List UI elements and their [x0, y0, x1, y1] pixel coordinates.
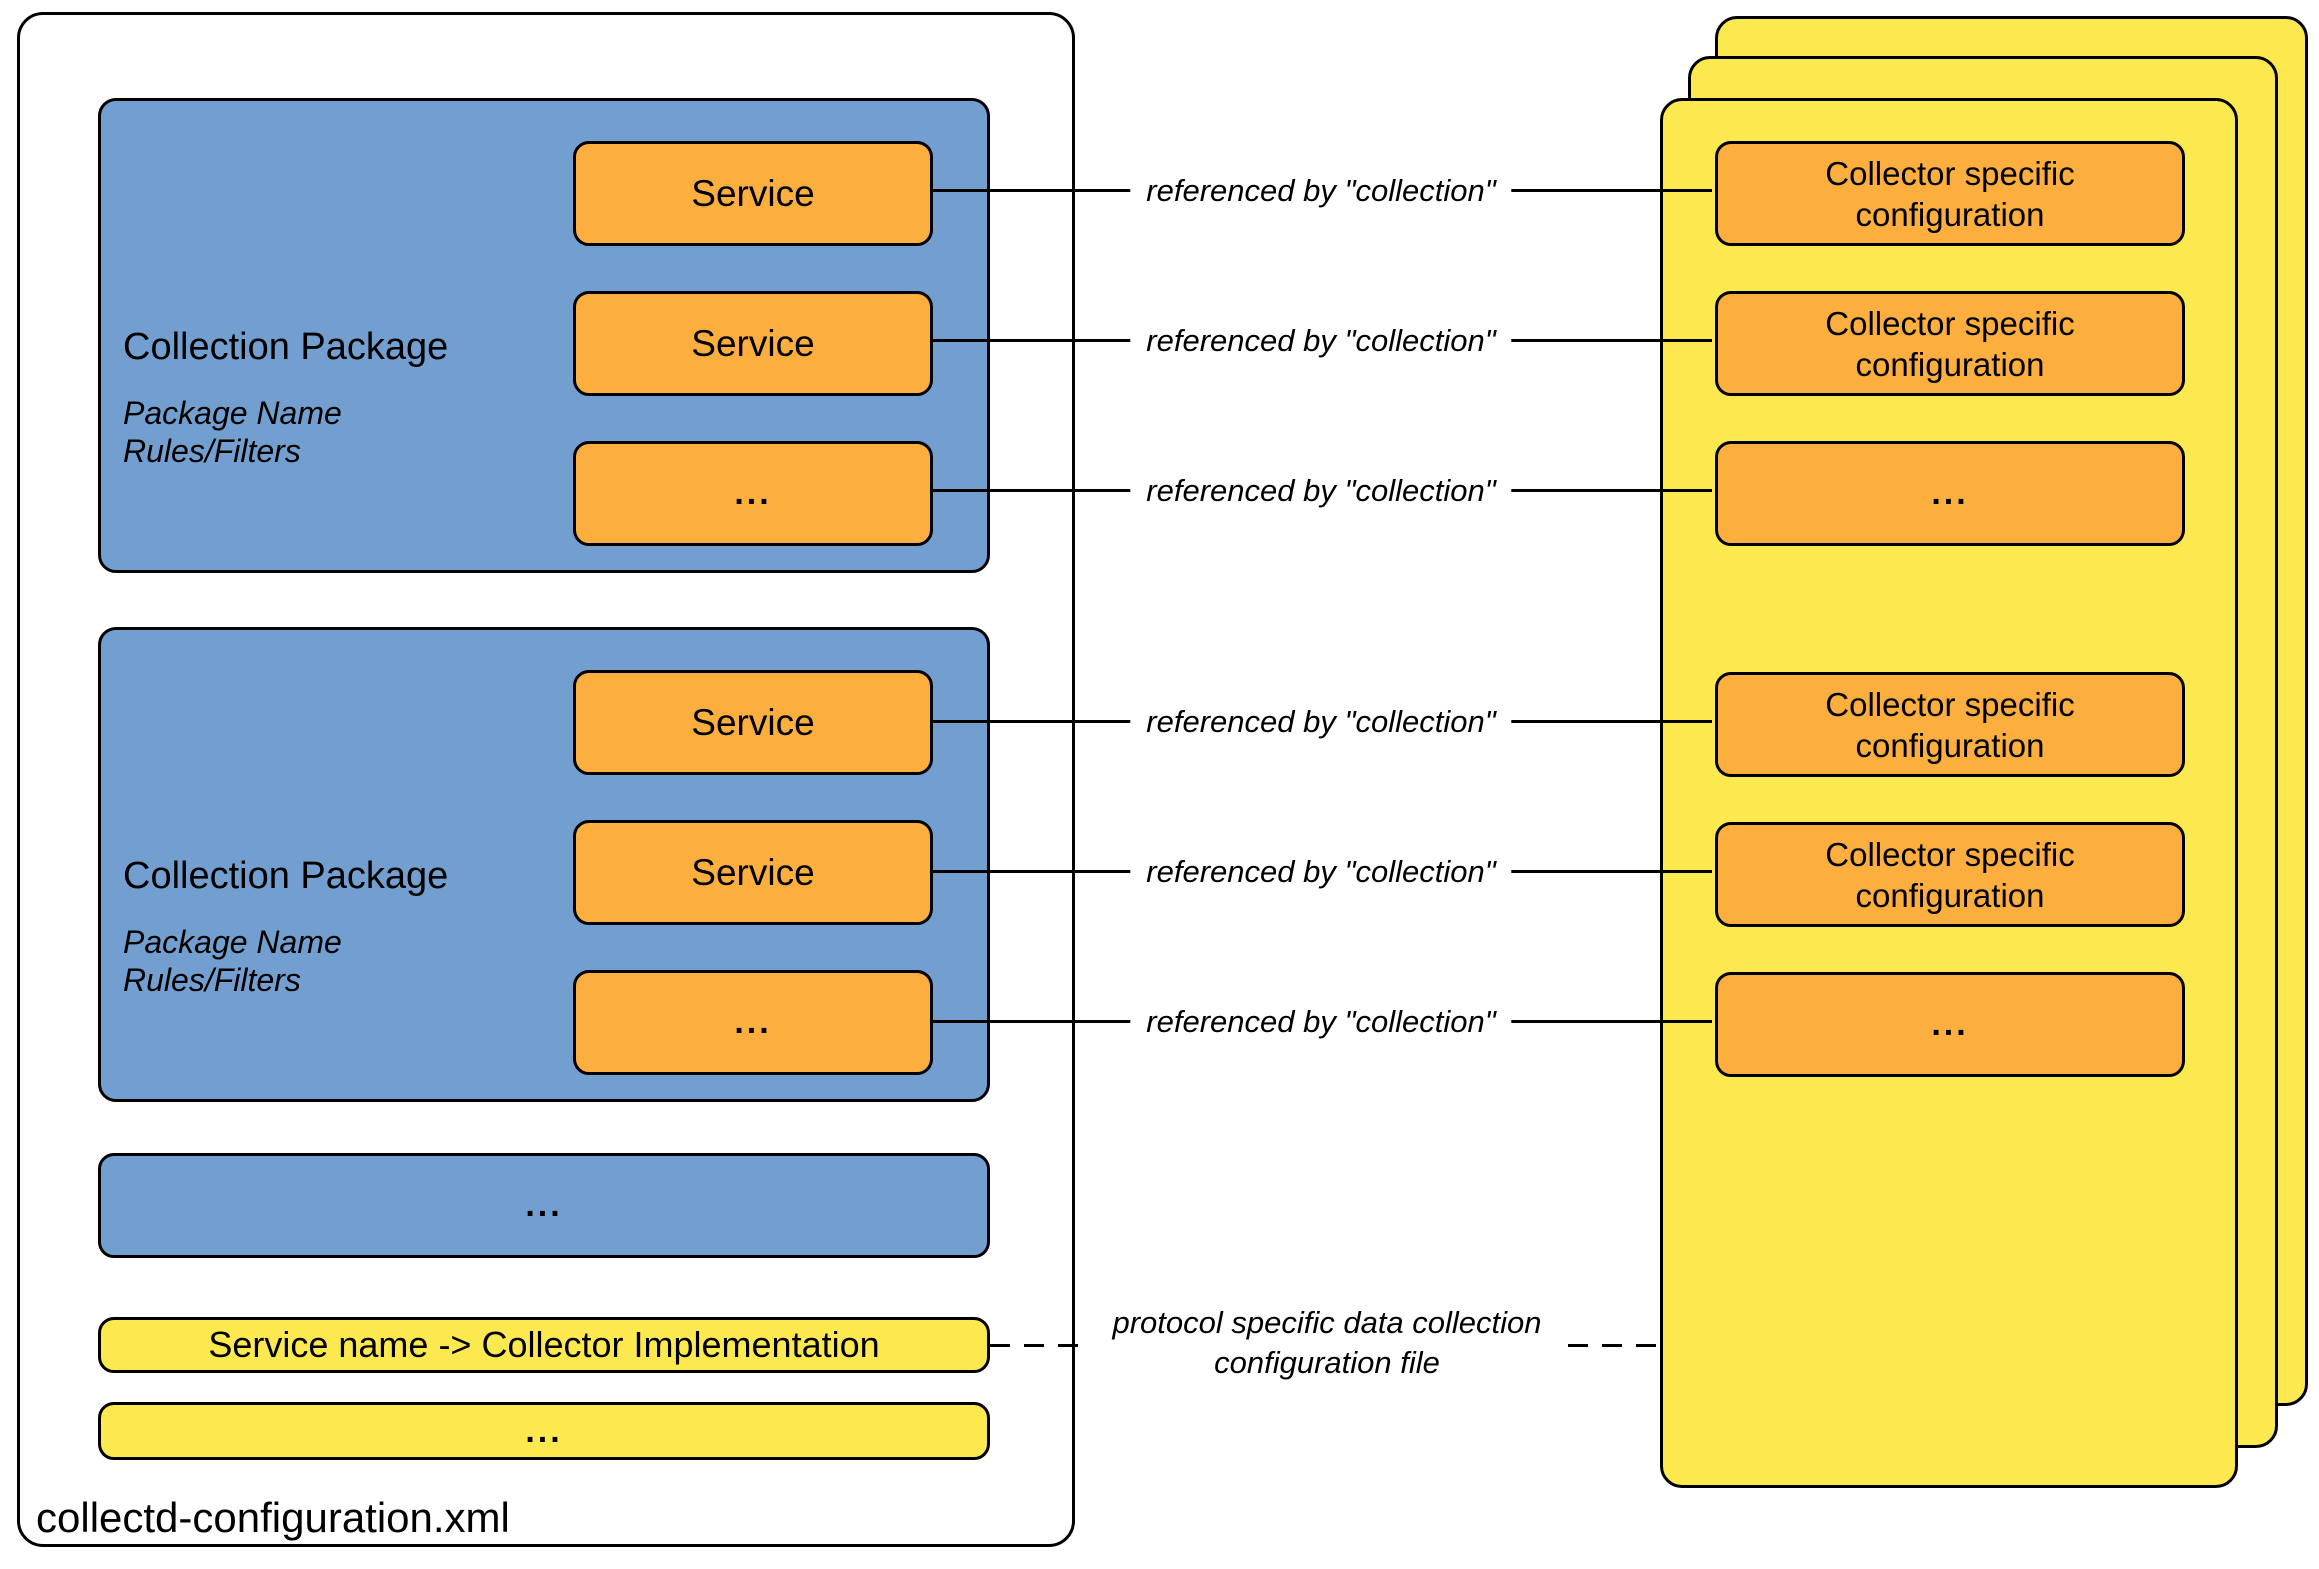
reference-connector: referenced by "collection": [930, 851, 1712, 892]
collection-package-title: Collection Package: [123, 326, 449, 368]
collector-config-file-stack-front: Collector specific configuration Collect…: [1660, 98, 2238, 1488]
service-box: Service: [573, 670, 933, 775]
protocol-file-label: protocol specific data collection config…: [1087, 1303, 1567, 1383]
collection-package-title: Collection Package: [123, 855, 449, 897]
reference-connector-label: referenced by "collection": [1130, 1001, 1512, 1042]
reference-connector-label: referenced by "collection": [1130, 170, 1512, 211]
service-label: Service: [691, 701, 815, 743]
reference-connector: referenced by "collection": [930, 1001, 1712, 1042]
service-collector-mapping-box: Service name -> Collector Implementation: [98, 1317, 990, 1373]
collector-config-label: Collector specific configuration: [1825, 154, 2075, 233]
ellipsis-label: ...: [1931, 1005, 1969, 1043]
collection-package-box: Collection Package Package Name Rules/Fi…: [98, 627, 990, 1102]
package-name-label: Package Name: [123, 924, 342, 960]
collector-config-label: Collector specific configuration: [1825, 685, 2075, 764]
ellipsis-label: ...: [525, 1411, 563, 1450]
service-ellipsis-box: ...: [573, 441, 933, 546]
reference-connector-label: referenced by "collection": [1130, 701, 1512, 742]
collector-specific-configuration-box: Collector specific configuration: [1715, 141, 2185, 246]
reference-connector: referenced by "collection": [930, 170, 1712, 211]
reference-connector-label: referenced by "collection": [1130, 320, 1512, 361]
ellipsis-label: ...: [734, 474, 772, 512]
collector-config-ellipsis-box: ...: [1715, 441, 2185, 546]
ellipsis-label: ...: [525, 1186, 563, 1224]
service-label: Service: [691, 851, 815, 893]
collector-config-ellipsis-box: ...: [1715, 972, 2185, 1077]
reference-connector: referenced by "collection": [930, 320, 1712, 361]
reference-connector: referenced by "collection": [930, 470, 1712, 511]
rules-filters-label: Rules/Filters: [123, 433, 301, 469]
protocol-file-label-line2: configuration file: [1214, 1345, 1440, 1380]
service-label: Service: [691, 322, 815, 364]
service-ellipsis-box: ...: [573, 970, 933, 1075]
protocol-file-label-line1: protocol specific data collection: [1112, 1305, 1542, 1340]
rules-filters-label: Rules/Filters: [123, 962, 301, 998]
collector-config-label: Collector specific configuration: [1825, 304, 2075, 383]
collection-package-box: Collection Package Package Name Rules/Fi…: [98, 98, 990, 573]
service-box: Service: [573, 820, 933, 925]
collectd-configuration-filename: collectd-configuration.xml: [36, 1494, 510, 1541]
service-label: Service: [691, 172, 815, 214]
reference-connector-label: referenced by "collection": [1130, 851, 1512, 892]
collector-config-label: Collector specific configuration: [1825, 835, 2075, 914]
collector-specific-configuration-box: Collector specific configuration: [1715, 291, 2185, 396]
package-meta: Package Name Rules/Filters: [123, 394, 342, 470]
package-meta: Package Name Rules/Filters: [123, 923, 342, 999]
more-packages-ellipsis-box: ...: [98, 1153, 990, 1258]
collector-specific-configuration-box: Collector specific configuration: [1715, 672, 2185, 777]
package-name-label: Package Name: [123, 395, 342, 431]
reference-connector: referenced by "collection": [930, 701, 1712, 742]
ellipsis-label: ...: [1931, 474, 1969, 512]
service-box: Service: [573, 141, 933, 246]
collector-specific-configuration-box: Collector specific configuration: [1715, 822, 2185, 927]
mapping-label: Service name -> Collector Implementation: [208, 1324, 880, 1365]
service-box: Service: [573, 291, 933, 396]
ellipsis-label: ...: [734, 1003, 772, 1041]
reference-connector-label: referenced by "collection": [1130, 470, 1512, 511]
more-mappings-ellipsis-box: ...: [98, 1402, 990, 1460]
